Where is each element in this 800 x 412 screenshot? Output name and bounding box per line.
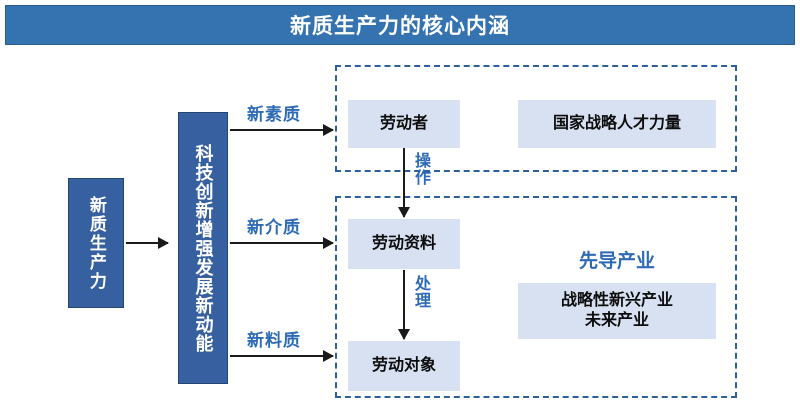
element-box-labor-means: 劳动资料: [348, 219, 460, 269]
arrow-right-icon-new-medium: [230, 237, 334, 249]
pilot-industry-heading: 先导产业: [578, 251, 655, 272]
arrow-down-icon-process: [398, 270, 410, 340]
element-box-labor-object: 劳动对象: [348, 341, 460, 391]
connector-label-new-quality: 新素质: [247, 105, 301, 124]
pilot-industry-line-1: 战略性新兴产业: [560, 292, 673, 309]
page-title-banner: 新质生产力的核心内涵: [5, 5, 795, 45]
arrow-right-icon-core-to-driver: [126, 237, 169, 249]
core-concept-label: 新质生产力: [86, 195, 106, 291]
element-box-national-talent-label: 国家战略人才力量: [552, 115, 681, 132]
arrow-right-icon-new-quality: [230, 124, 334, 136]
connector-label-operate-text: 操作: [412, 152, 429, 186]
core-concept-box: 新质生产力: [68, 178, 124, 308]
arrow-right-icon-new-material: [230, 350, 334, 362]
group-upper-container: [335, 65, 737, 172]
element-box-worker: 劳动者: [348, 100, 460, 148]
pilot-industry-box: 战略性新兴产业 未来产业: [518, 283, 716, 339]
driver-concept-label: 科技创新增强发展新动能: [193, 143, 214, 353]
element-box-labor-means-label: 劳动资料: [371, 235, 436, 252]
element-box-worker-label: 劳动者: [379, 115, 428, 132]
connector-label-process: 处理: [412, 275, 429, 314]
connector-label-process-text: 处理: [412, 275, 429, 309]
element-box-labor-object-label: 劳动对象: [371, 357, 436, 374]
group-lower-container: [335, 196, 737, 398]
connector-label-new-material: 新料质: [247, 331, 301, 350]
connector-label-operate: 操作: [412, 152, 429, 191]
arrow-down-icon-operate: [398, 148, 410, 218]
pilot-industry-line-2: 未来产业: [584, 312, 649, 329]
page-title: 新质生产力的核心内涵: [290, 15, 510, 38]
element-box-national-talent: 国家战略人才力量: [518, 100, 716, 148]
driver-concept-box: 科技创新增强发展新动能: [178, 112, 228, 384]
connector-label-new-medium: 新介质: [247, 218, 301, 237]
